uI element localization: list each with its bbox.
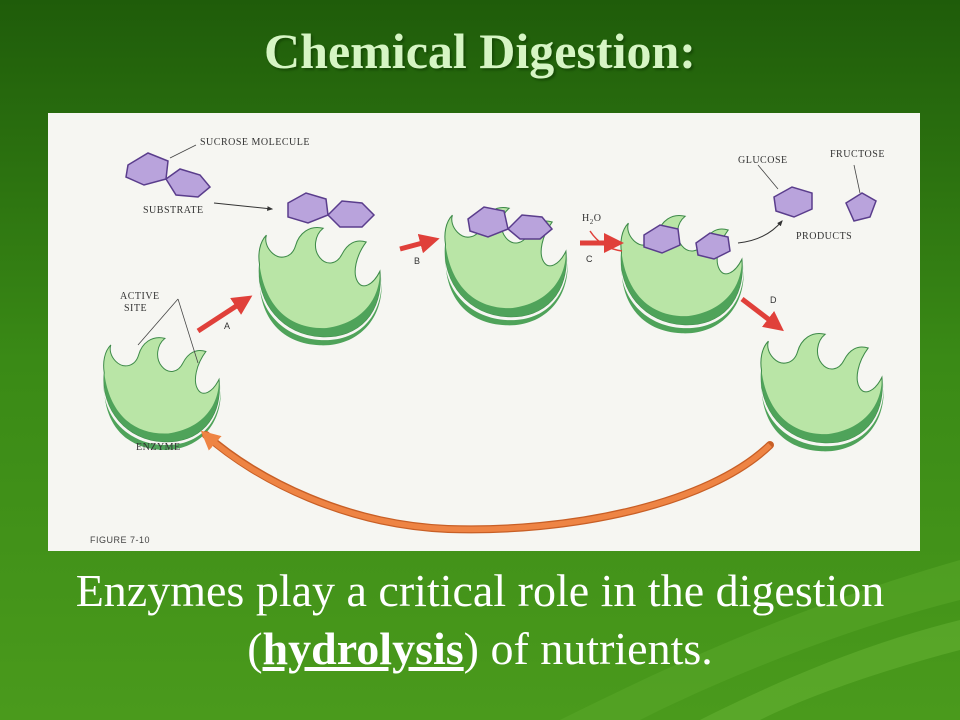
- label-fructose: FRUCTOSE: [830, 149, 885, 160]
- substrate-arrow: [213, 202, 274, 211]
- enzyme-figure: SUCROSE MOLECULE SUBSTRATE ACTIVE SITE E…: [48, 113, 920, 551]
- bound-substrate: [467, 206, 554, 240]
- label-products: PRODUCTS: [796, 231, 852, 242]
- label-active-site-1: ACTIVE: [120, 291, 160, 302]
- step-label-b: B: [414, 256, 420, 266]
- sucrose-molecule: [125, 152, 212, 198]
- fructose-molecule: [845, 192, 877, 222]
- recycle-arrow: [202, 431, 774, 534]
- glucose-molecule: [773, 186, 813, 218]
- enzyme-released: [760, 332, 885, 452]
- slide-title: Chemical Digestion:: [264, 23, 696, 79]
- enzyme-product-complex: [620, 214, 745, 334]
- caption-text-before: Enzymes play a critical role in the dige…: [75, 565, 885, 674]
- step-label-a: A: [224, 321, 230, 331]
- label-sucrose: SUCROSE MOLECULE: [200, 137, 310, 148]
- label-water: H2O: [582, 213, 601, 226]
- substrate-molecule: [287, 192, 376, 228]
- figure-number: FIGURE 7-10: [90, 535, 150, 545]
- leader-lines: [137, 144, 861, 364]
- step-arrows: [196, 233, 784, 334]
- enzyme-approach: [258, 226, 383, 346]
- caption-text-after: ) of nutrients.: [463, 623, 713, 674]
- slide-caption: Enzymes play a critical role in the dige…: [0, 562, 960, 678]
- label-enzyme: ENZYME: [136, 442, 181, 453]
- label-active-site-2: SITE: [124, 303, 147, 314]
- enzyme-diagram: SUCROSE MOLECULE SUBSTRATE ACTIVE SITE E…: [90, 137, 885, 545]
- step-label-c: C: [586, 254, 593, 264]
- caption-keyword-hydrolysis: hydrolysis: [262, 623, 464, 674]
- bound-products: [643, 224, 731, 260]
- step-label-d: D: [770, 295, 777, 305]
- label-substrate: SUBSTRATE: [143, 205, 204, 216]
- products-arrow: [737, 220, 783, 244]
- label-glucose: GLUCOSE: [738, 155, 788, 166]
